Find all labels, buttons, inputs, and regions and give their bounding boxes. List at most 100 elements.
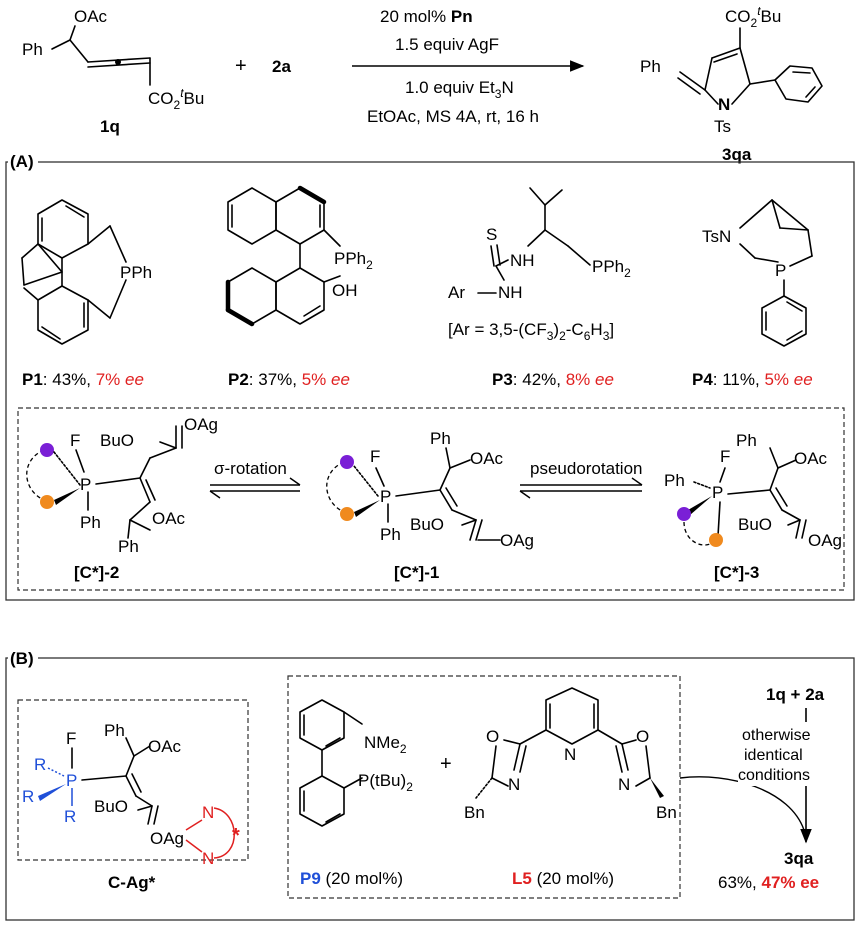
arrow-label-sigma: σ-rotation: [214, 459, 287, 478]
svg-text:Ph: Ph: [664, 471, 685, 490]
arrow-label-pseudo: pseudorotation: [530, 459, 642, 478]
svg-text:BuO: BuO: [410, 515, 444, 534]
arrow-text-3: conditions: [738, 767, 810, 784]
c3-label: [C*]-3: [714, 563, 759, 582]
equilibrium-arrow-2: pseudorotation: [519, 459, 642, 499]
p3-nh1: NH: [510, 251, 535, 270]
result-values: 63%, 47% ee: [718, 873, 819, 892]
svg-text:OAc: OAc: [152, 509, 186, 528]
p3-pph2: PPh2: [592, 257, 631, 280]
product-ts: Ts: [714, 117, 731, 136]
complex-label: C-Ag*: [108, 873, 156, 892]
substrate-ph: Ph: [22, 40, 43, 59]
catalyst-p4-structure: TsN P P4: 11%, 5% ee: [692, 199, 813, 389]
intermediate-c2: F P Ph BuO OAg OAc Ph [C*]-2: [26, 415, 218, 582]
svg-text:OAc: OAc: [794, 449, 828, 468]
conditions-line-3: 1.0 equiv Et3N: [405, 78, 514, 101]
p3-ar-definition: [Ar = 3,5-(CF3)2-C6H3]: [448, 320, 614, 343]
svg-text:O: O: [636, 727, 649, 746]
p1-result: P1: 43%, 7% ee: [22, 370, 144, 389]
svg-text:BuO: BuO: [94, 797, 128, 816]
conditions-line-1: 20 mol% Pn: [380, 7, 473, 26]
p4-p: P: [775, 261, 786, 280]
svg-text:OAg: OAg: [500, 531, 534, 550]
panel-a-label: (A): [10, 152, 34, 171]
product-ester: CO2tBu: [725, 4, 781, 30]
svg-text:P: P: [80, 475, 91, 494]
svg-text:R: R: [64, 807, 76, 826]
svg-text:P: P: [712, 483, 723, 502]
p4-tsn: TsN: [702, 227, 731, 246]
svg-text:N: N: [508, 775, 520, 794]
svg-text:Bn: Bn: [656, 803, 677, 822]
c2-label: [C*]-2: [74, 563, 119, 582]
arrow-text-2: identical: [744, 747, 803, 764]
arrow-text-1: otherwise: [742, 727, 811, 744]
svg-text:N: N: [202, 803, 214, 822]
svg-text:Bn: Bn: [464, 803, 485, 822]
svg-text:N: N: [564, 745, 576, 764]
svg-text:N: N: [618, 775, 630, 794]
svg-text:OAc: OAc: [148, 737, 182, 756]
catalyst-p1-structure: PPh P1: 43%, 7% ee: [21, 199, 152, 389]
substrate-ester: CO2tBu: [148, 86, 204, 112]
ligand-plus: +: [440, 753, 452, 775]
substrate-1q-structure: Ph OAc CO2tBu 1q: [22, 7, 204, 136]
catalyst-p2-structure: PPh2 OH P2: 37%, 5% ee: [225, 185, 373, 389]
p9-pt: P(tBu)2: [358, 771, 413, 794]
svg-text:OAg: OAg: [184, 415, 218, 434]
svg-text:N: N: [202, 849, 214, 868]
catalyst-p3-structure: PPh2 S NH NH Ar [Ar = 3,5-(CF3)2-C6H3] P…: [448, 187, 631, 389]
product-ph: Ph: [640, 57, 661, 76]
svg-text:F: F: [720, 447, 730, 466]
reactants-text: 1q + 2a: [766, 685, 825, 704]
svg-text:R: R: [34, 755, 46, 774]
svg-text:*: *: [232, 825, 240, 847]
product-label: 3qa: [722, 145, 752, 164]
substrate-label: 1q: [100, 117, 120, 136]
svg-text:Ph: Ph: [104, 721, 125, 740]
svg-text:P: P: [66, 771, 77, 790]
l5-label: L5 (20 mol%): [512, 869, 614, 888]
p3-result: P3: 42%, 8% ee: [492, 370, 614, 389]
svg-text:OAg: OAg: [150, 829, 184, 848]
substrate-oac: OAc: [74, 7, 108, 26]
p3-nh2: NH: [498, 283, 523, 302]
scheme-plus: +: [235, 55, 247, 77]
p2-oh: OH: [332, 281, 358, 300]
p2-pph2: PPh2: [334, 249, 373, 272]
svg-text:Ph: Ph: [118, 537, 139, 556]
p9-label: P9 (20 mol%): [300, 869, 403, 888]
svg-text:R: R: [22, 787, 34, 806]
svg-text:Ph: Ph: [430, 429, 451, 448]
panel-a: (A) PPh P1: 43%, 7% ee: [5, 152, 855, 601]
top-reaction: Ph OAc CO2tBu 1q + 2a 20 mol% Pn 1.5 equ…: [22, 4, 823, 164]
svg-text:O: O: [486, 727, 499, 746]
svg-text:OAg: OAg: [808, 531, 842, 550]
p3-ar: Ar: [448, 283, 465, 302]
p2-result: P2: 37%, 5% ee: [228, 370, 350, 389]
p9-nme2: NMe2: [364, 733, 407, 756]
p3-s: S: [486, 225, 497, 244]
equilibrium-arrow-1: σ-rotation: [209, 459, 301, 499]
svg-text:F: F: [66, 729, 76, 748]
svg-text:Ph: Ph: [380, 525, 401, 544]
svg-text:F: F: [70, 431, 80, 450]
product-n: N: [718, 95, 730, 114]
ligand-l5-structure: N O N Bn O N Bn L5 (20 mol%): [464, 687, 677, 888]
conditions-line-4: EtOAc, MS 4A, rt, 16 h: [367, 107, 539, 126]
ligand-p9-structure: NMe2 P(tBu)2 P9 (20 mol%): [299, 699, 413, 888]
svg-text:Ph: Ph: [736, 431, 757, 450]
intermediate-c1: F P Ph Ph OAc BuO OAg [C*]-1: [326, 429, 534, 582]
svg-text:OAc: OAc: [470, 449, 504, 468]
p1-pph: PPh: [120, 263, 152, 282]
panel-b-label: (B): [10, 649, 34, 668]
reagent-label: 2a: [272, 57, 291, 76]
svg-text:BuO: BuO: [738, 515, 772, 534]
panel-b: (B) F R R R P Ph OAc BuO OAg: [5, 648, 855, 921]
c1-label: [C*]-1: [394, 563, 439, 582]
result-product: 3qa: [784, 849, 814, 868]
product-3qa-structure: CO2tBu N Ts Ph 3qa: [640, 4, 823, 164]
intermediate-c3: Ph F P Ph OAc BuO OAg [C*]-3: [664, 431, 842, 582]
